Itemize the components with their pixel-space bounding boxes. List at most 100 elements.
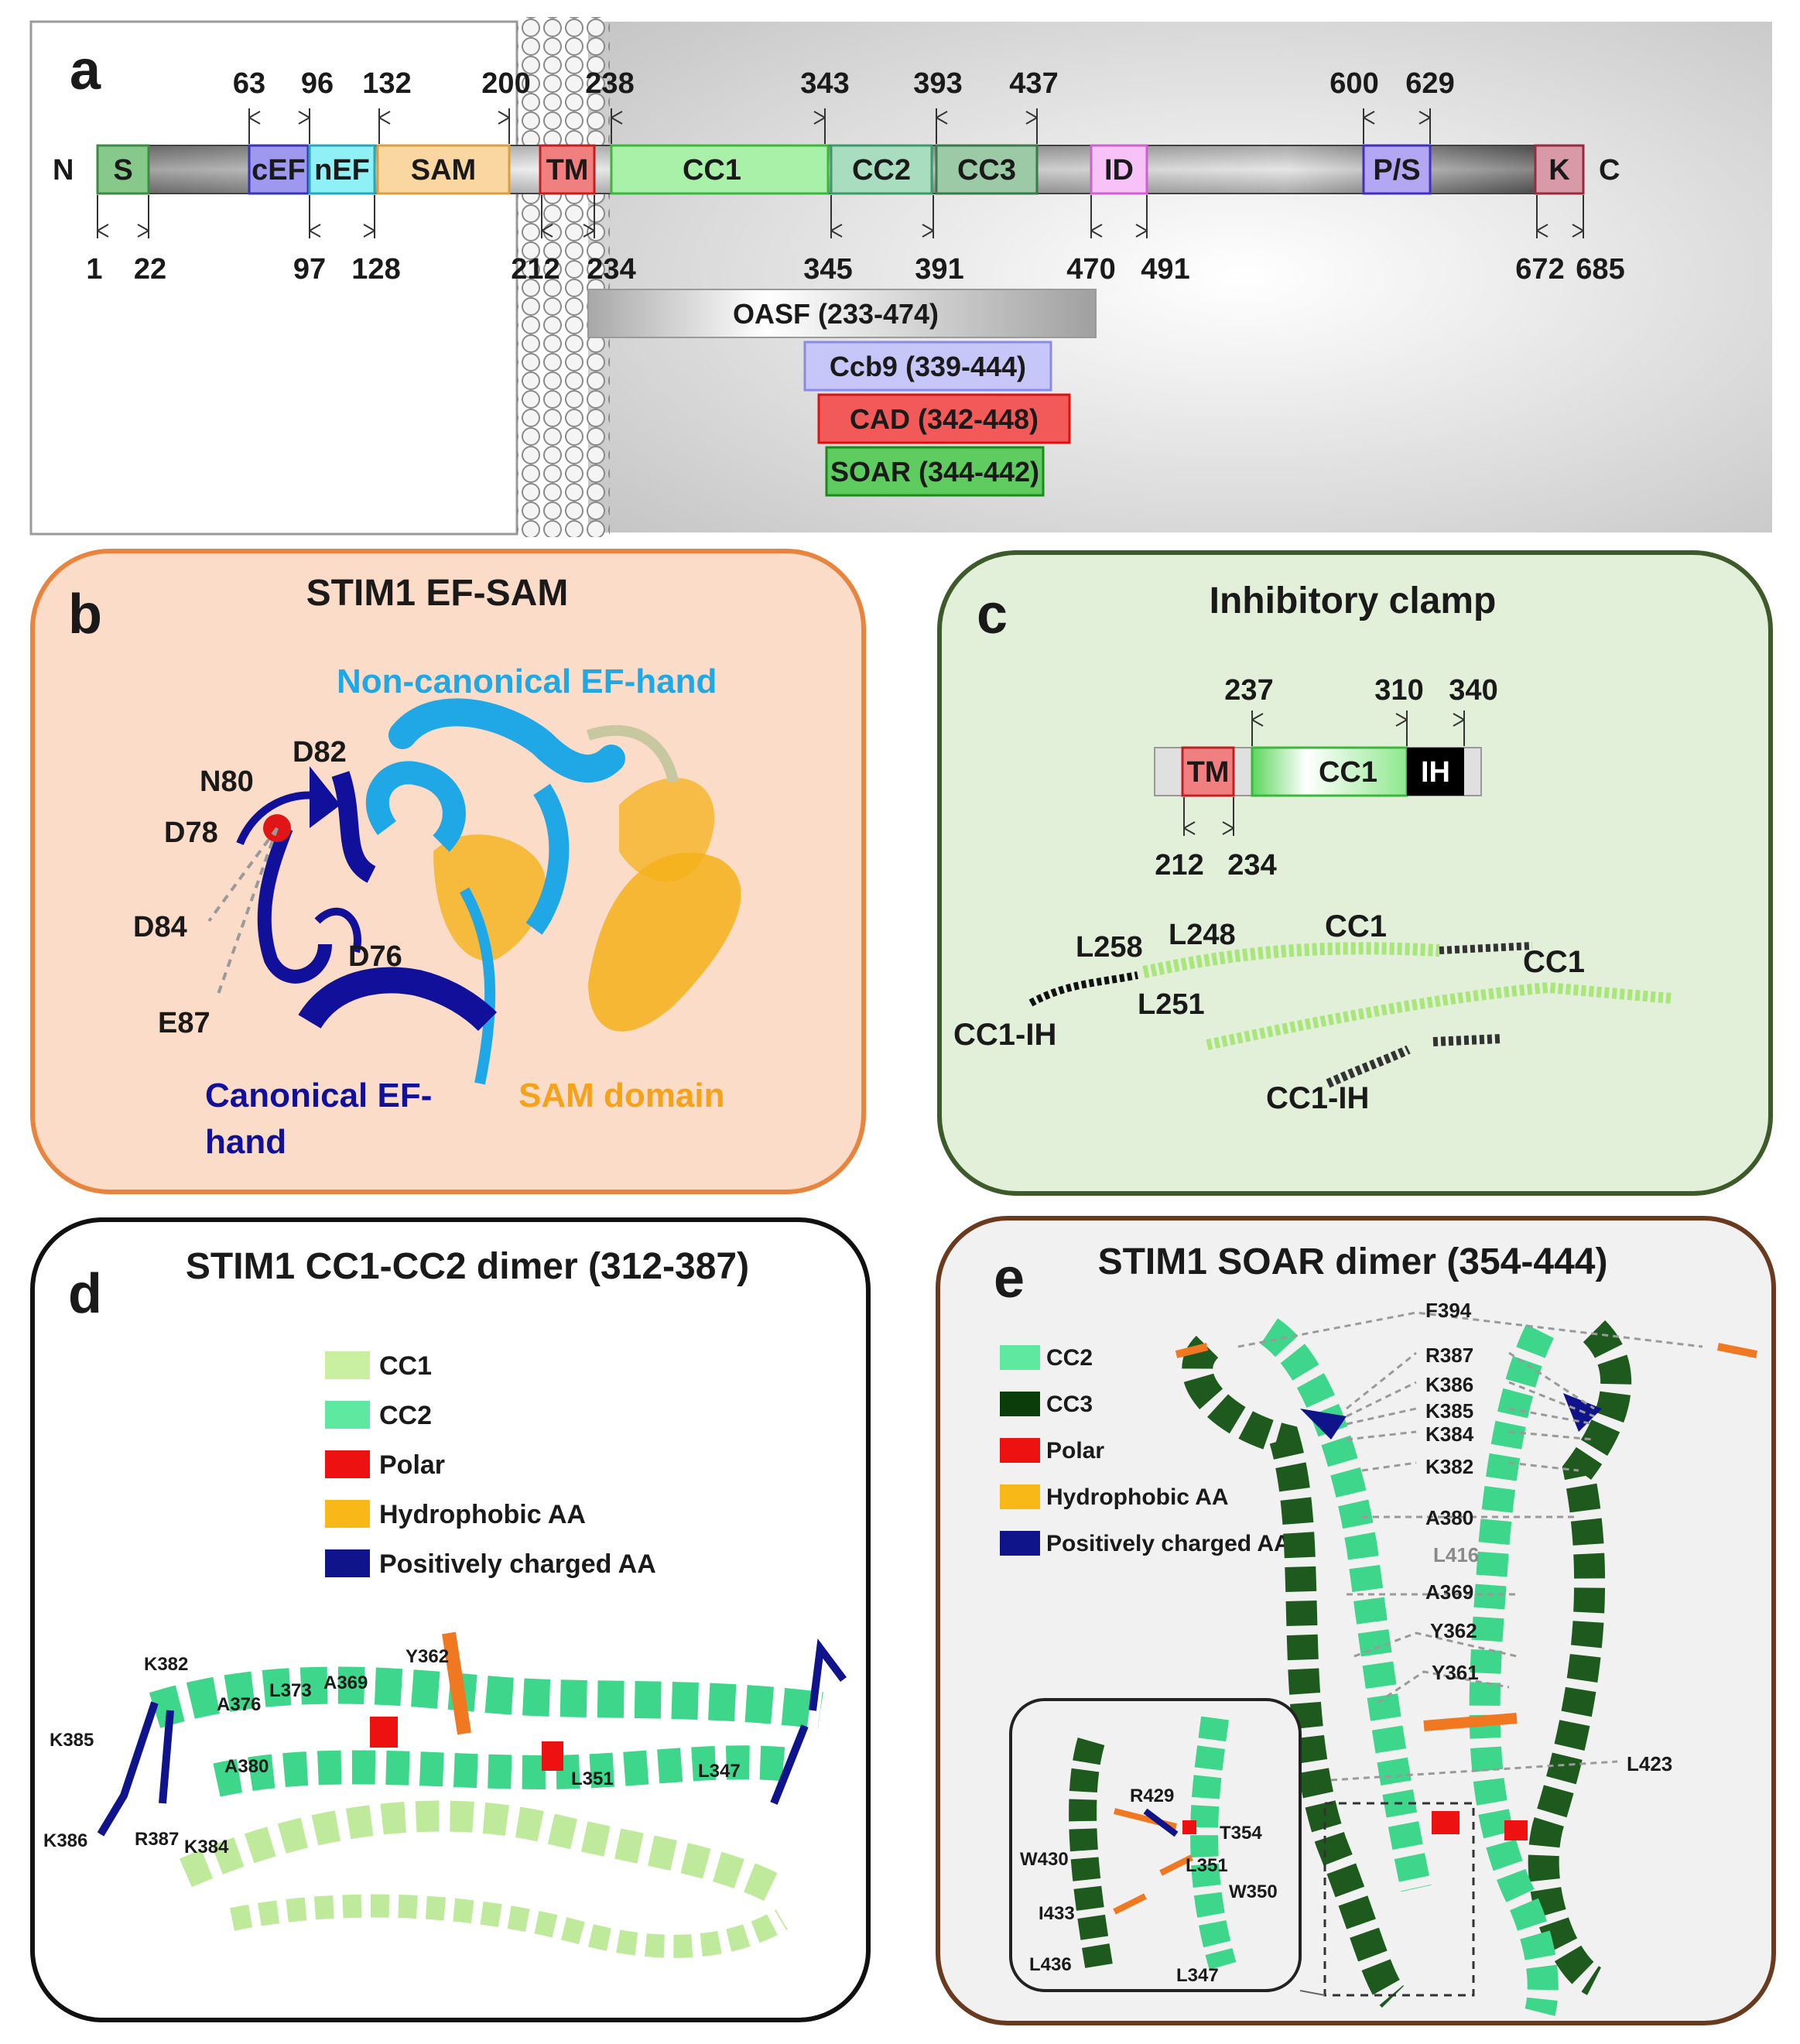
- svg-text:491: 491: [1141, 253, 1189, 286]
- label-canonical-ef-hand-1: Canonical EF-: [205, 1077, 432, 1114]
- ef-sam-structure: [207, 698, 741, 1085]
- domain-k: K: [1534, 144, 1585, 195]
- svg-text:CC1: CC1: [683, 154, 741, 187]
- svg-text:238: 238: [585, 67, 634, 100]
- clamp-label-cc1-ih-b: CC1-IH: [1266, 1081, 1369, 1115]
- svg-text:ID: ID: [1104, 154, 1134, 187]
- label-canonical-ef-hand-2: hand: [205, 1123, 286, 1161]
- top-markers: [248, 108, 1431, 144]
- res-d-l347: L347: [698, 1761, 741, 1782]
- bottom-markers: [97, 195, 1584, 238]
- residue-d76: D76: [348, 940, 402, 973]
- svg-text:234: 234: [587, 253, 635, 286]
- clamp-num-234: 234: [1227, 849, 1276, 882]
- svg-text:S: S: [113, 154, 132, 187]
- domain-ps: P/S: [1362, 144, 1432, 195]
- svg-text:1: 1: [86, 253, 102, 286]
- label-noncanonical-ef-hand: Non-canonical EF-hand: [337, 663, 717, 700]
- svg-text:393: 393: [913, 67, 962, 100]
- svg-text:437: 437: [1009, 67, 1058, 100]
- inset-res-w350: W350: [1229, 1881, 1278, 1902]
- svg-text:345: 345: [803, 253, 852, 286]
- legend-e-polar: Polar: [1046, 1438, 1104, 1464]
- clamp-num-237: 237: [1224, 674, 1273, 707]
- res-d-k382: K382: [144, 1654, 188, 1675]
- legend-d-positive: Positively charged AA: [379, 1549, 656, 1579]
- svg-text:97: 97: [293, 253, 326, 286]
- legend-d-cc1: CC1: [379, 1351, 432, 1381]
- res-d-l373: L373: [269, 1680, 312, 1701]
- clamp-helices: [1028, 942, 1672, 1088]
- legend-d-swatch-positive: [325, 1549, 370, 1577]
- domain-cc2: CC2: [830, 144, 933, 195]
- res-e-k384: K384: [1425, 1423, 1474, 1446]
- legend-d-polar: Polar: [379, 1450, 445, 1480]
- domain-sam: SAM: [376, 144, 511, 195]
- domain-cc1: CC1: [610, 144, 830, 195]
- panel-letter-d: d: [68, 1263, 102, 1325]
- svg-text:TM: TM: [546, 154, 589, 187]
- legend-d-hydrophobic: Hydrophobic AA: [379, 1500, 586, 1529]
- inset-res-l436: L436: [1029, 1954, 1072, 1975]
- cc1-cc2-structure: [97, 1631, 847, 1958]
- res-d-k384: K384: [184, 1837, 229, 1857]
- panel-c-title: Inhibitory clamp: [1210, 580, 1497, 621]
- panel-d: d STIM1 CC1-CC2 dimer (312-387) CC1 CC2 …: [30, 1217, 871, 2022]
- svg-text:629: 629: [1405, 67, 1454, 100]
- res-d-k385: K385: [50, 1730, 94, 1751]
- inset-res-r429: R429: [1130, 1786, 1174, 1806]
- clamp-label-l251: L251: [1138, 988, 1205, 1021]
- svg-text:132: 132: [362, 67, 411, 100]
- c-terminus-label: C: [1599, 154, 1620, 187]
- svg-text:343: 343: [800, 67, 849, 100]
- svg-text:OASF (233-474): OASF (233-474): [733, 298, 939, 330]
- clamp-label-cc1-b: CC1: [1523, 945, 1585, 979]
- svg-text:96: 96: [301, 67, 334, 100]
- svg-text:Ccb9 (339-444): Ccb9 (339-444): [830, 351, 1026, 382]
- svg-text:SOAR (344-442): SOAR (344-442): [830, 456, 1039, 488]
- res-e-k385: K385: [1425, 1399, 1473, 1423]
- svg-text:CC1: CC1: [1319, 756, 1377, 789]
- label-sam-domain: SAM domain: [518, 1077, 724, 1114]
- fragment-cad: CAD (342-448): [817, 393, 1071, 444]
- legend-e-swatch-positive: [1000, 1531, 1040, 1556]
- res-d-a380: A380: [224, 1756, 269, 1777]
- domain-nef: nEF: [308, 144, 376, 195]
- svg-text:212: 212: [511, 253, 560, 286]
- top-numbers: 63 96 132 200 238 343 393 437 600 629: [233, 67, 1455, 100]
- panel-a: a N C S cEF nEF SAM TM CC1: [29, 17, 1772, 537]
- inset-res-i433: I433: [1039, 1903, 1075, 1924]
- legend-e-positive: Positively charged AA: [1046, 1531, 1291, 1556]
- svg-text:200: 200: [481, 67, 530, 100]
- svg-text:63: 63: [233, 67, 265, 100]
- bottom-numbers: 1 22 97 128 212 234 345 391 470 491 672 …: [86, 253, 1624, 286]
- n-terminus-label: N: [53, 154, 74, 187]
- residue-e87: E87: [158, 1007, 210, 1039]
- clamp-domain-cc1: CC1: [1251, 746, 1408, 797]
- residue-d82: D82: [293, 736, 347, 769]
- res-e-r387: R387: [1425, 1344, 1473, 1367]
- svg-text:P/S: P/S: [1373, 154, 1420, 187]
- res-e-l416: L416: [1433, 1543, 1479, 1566]
- panel-b-title: STIM1 EF-SAM: [306, 573, 569, 614]
- inset-res-t354: T354: [1220, 1823, 1262, 1844]
- legend-d-swatch-cc1: [325, 1351, 370, 1379]
- membrane: [517, 17, 610, 537]
- legend-e-hydrophobic: Hydrophobic AA: [1046, 1484, 1229, 1510]
- svg-text:685: 685: [1576, 253, 1624, 286]
- inset-region-box: [1323, 1802, 1475, 1997]
- legend-e-cc2: CC2: [1046, 1345, 1093, 1371]
- svg-text:IH: IH: [1421, 756, 1450, 789]
- res-e-y362: Y362: [1430, 1619, 1477, 1642]
- inset-res-l351: L351: [1186, 1855, 1228, 1876]
- res-e-y361: Y361: [1432, 1661, 1479, 1684]
- panel-c-box: [937, 550, 1773, 1196]
- legend-e-swatch-hydrophobic: [1000, 1484, 1040, 1509]
- svg-text:SAM: SAM: [411, 154, 476, 187]
- soar-structure: [1175, 1311, 1757, 2016]
- fragment-oasf: OASF (233-474): [587, 289, 1097, 338]
- inset-connector: [1299, 1990, 1326, 1996]
- svg-text:nEF: nEF: [314, 154, 370, 187]
- legend-e-cc3: CC3: [1046, 1392, 1093, 1417]
- svg-text:22: 22: [134, 253, 166, 286]
